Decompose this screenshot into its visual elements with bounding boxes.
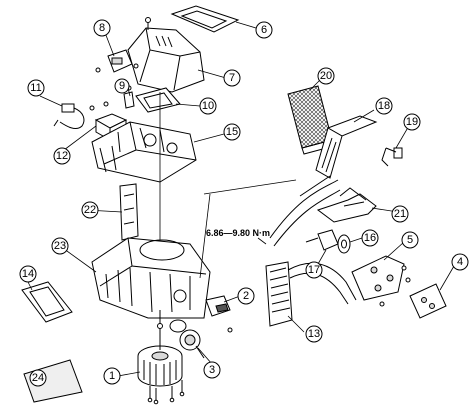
svg-text:10: 10 <box>202 100 214 112</box>
part-gasket-frame <box>21 281 73 323</box>
part-duct-seal <box>170 5 240 33</box>
part-seal-plate <box>351 255 411 307</box>
part-lower-case <box>91 237 211 319</box>
svg-text:19: 19 <box>406 116 418 128</box>
callout-3: 3 <box>203 361 221 379</box>
part-side-door <box>119 183 139 241</box>
part-grommet <box>337 234 351 254</box>
callout-24: 24 <box>29 369 47 387</box>
svg-text:8: 8 <box>99 22 105 34</box>
svg-text:2: 2 <box>243 290 249 302</box>
part-bracket <box>316 187 377 223</box>
part-cover-plate <box>409 283 447 319</box>
part-connector <box>205 295 233 333</box>
svg-text:12: 12 <box>56 150 68 162</box>
callout-16: 16 <box>361 229 379 247</box>
svg-text:16: 16 <box>364 232 376 244</box>
callout-11: 11 <box>27 79 45 97</box>
callout-6: 6 <box>255 21 273 39</box>
callout-21: 21 <box>391 205 409 223</box>
svg-text:4: 4 <box>457 256 463 268</box>
callout-22: 22 <box>81 201 99 219</box>
svg-text:23: 23 <box>54 240 66 252</box>
svg-text:13: 13 <box>308 328 320 340</box>
callout-2: 2 <box>237 287 255 305</box>
part-upper-case <box>127 17 205 93</box>
part-sensor <box>381 147 403 167</box>
callout-8: 8 <box>93 19 111 37</box>
part-evaporator <box>299 115 378 197</box>
callout-7: 7 <box>223 69 241 87</box>
callout-1: 1 <box>103 367 121 385</box>
svg-text:15: 15 <box>226 126 238 138</box>
svg-text:24: 24 <box>32 372 44 384</box>
svg-text:20: 20 <box>320 70 332 82</box>
callout-20: 20 <box>317 67 335 85</box>
callout-12: 12 <box>53 147 71 165</box>
part-resistor <box>169 319 205 359</box>
callout-23: 23 <box>51 237 69 255</box>
svg-text:14: 14 <box>22 268 34 280</box>
svg-text:18: 18 <box>378 100 390 112</box>
part-mode-door-assembly <box>91 121 197 183</box>
callout-18: 18 <box>375 97 393 115</box>
callout-14: 14 <box>19 265 37 283</box>
part-blower-motor <box>137 310 185 405</box>
svg-text:6: 6 <box>261 24 267 36</box>
torque-spec-label: 6.86—9.80 N·m <box>206 228 270 238</box>
callout-9: 9 <box>114 78 130 94</box>
callout-10: 10 <box>199 97 217 115</box>
part-heater-core <box>265 261 357 327</box>
callout-5: 5 <box>401 231 419 249</box>
svg-text:5: 5 <box>407 234 413 246</box>
svg-text:17: 17 <box>308 264 320 276</box>
callout-17: 17 <box>305 261 323 279</box>
svg-text:1: 1 <box>109 370 115 382</box>
part-wire-harness <box>53 103 85 129</box>
callout-4: 4 <box>451 253 469 271</box>
svg-text:21: 21 <box>394 208 406 220</box>
svg-text:9: 9 <box>119 80 125 92</box>
assembly-lines <box>159 92 297 279</box>
svg-text:3: 3 <box>209 364 215 376</box>
svg-text:22: 22 <box>84 204 96 216</box>
leader-lines <box>27 21 455 381</box>
svg-text:7: 7 <box>229 72 235 84</box>
callout-13: 13 <box>305 325 323 343</box>
svg-text:11: 11 <box>30 82 41 94</box>
callout-19: 19 <box>403 113 421 131</box>
callout-15: 15 <box>223 123 241 141</box>
